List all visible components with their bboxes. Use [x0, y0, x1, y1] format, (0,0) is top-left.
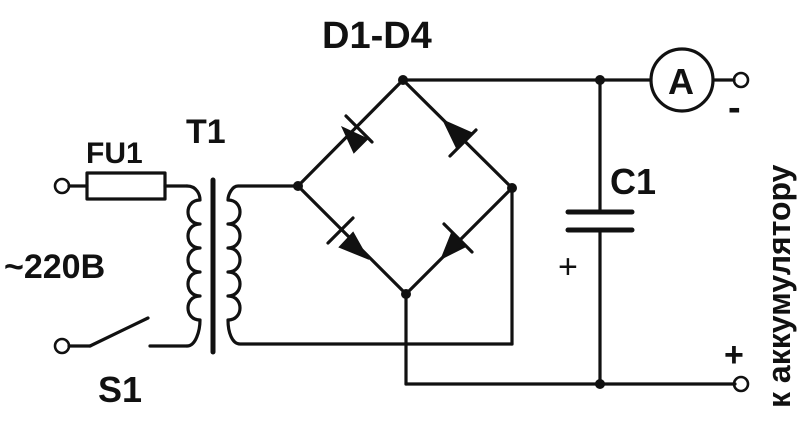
transformer-secondary-coil — [226, 184, 514, 346]
label-cap-plus: + — [558, 248, 578, 286]
label-capacitor: C1 — [610, 161, 656, 202]
label-output-minus: - — [728, 87, 741, 129]
diode-d3-bar — [326, 216, 355, 245]
label-transformer: T1 — [186, 113, 226, 151]
label-battery: к аккумулятору — [761, 164, 797, 408]
label-ammeter: A — [668, 61, 694, 102]
fuse-fu1 — [85, 171, 167, 201]
label-output-plus: + — [724, 336, 744, 374]
label-switch: S1 — [98, 369, 142, 410]
label-fuse: FU1 — [86, 137, 143, 170]
diode-d1 — [340, 125, 369, 154]
transformer-primary-coil — [185, 184, 202, 348]
diode-d4-bar — [442, 222, 474, 254]
node-cap-top — [595, 75, 605, 85]
bridge-outline — [296, 78, 514, 296]
switch-s1-blade — [88, 316, 150, 348]
label-mains: ~220В — [4, 248, 105, 286]
label-bridge: D1-D4 — [322, 15, 432, 57]
output-terminal-minus — [732, 71, 750, 89]
node-bridge-left — [293, 181, 303, 191]
diode-d2-bar — [448, 128, 478, 158]
output-terminal-plus — [732, 375, 750, 393]
mains-terminal-bottom — [53, 337, 71, 355]
node-cap-bottom — [595, 379, 605, 389]
mains-terminal-top — [53, 177, 71, 195]
diode-d3 — [338, 231, 370, 261]
diode-d1-bar — [344, 114, 374, 144]
